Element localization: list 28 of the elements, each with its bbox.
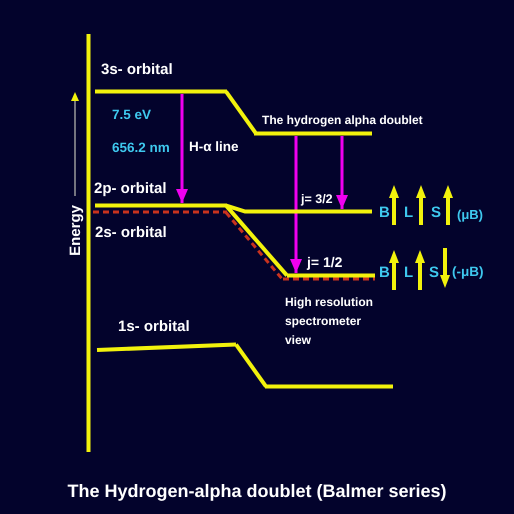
- connector-line: [234, 343, 268, 388]
- level-label: j= 1/2: [307, 254, 342, 270]
- connector-line: [225, 204, 300, 214]
- vector-label: L: [404, 204, 414, 222]
- level-label: The hydrogen alpha doublet: [262, 114, 423, 128]
- vector-label: L: [404, 264, 414, 282]
- caption: The Hydrogen-alpha doublet (Balmer series): [67, 481, 447, 502]
- connector-line: [224, 90, 258, 135]
- moment-label: (μB): [457, 208, 483, 223]
- vector-label: B: [379, 264, 390, 282]
- arrow: [290, 136, 302, 273]
- axis-label: Energy: [67, 205, 84, 256]
- dashed-connector-line: [224, 212, 284, 281]
- note-text: High resolution spectrometer view: [285, 294, 374, 349]
- level-label: 2s- orbital: [95, 224, 167, 242]
- vector-label: S: [431, 204, 442, 222]
- vector-label: B: [379, 204, 390, 222]
- energy-value: 7.5 eV: [112, 107, 152, 123]
- level-label: 3s- orbital: [101, 61, 173, 78]
- level-label: j= 3/2: [301, 192, 333, 206]
- wavelength-value: 656.2 nm: [112, 140, 170, 156]
- arrow: [336, 136, 348, 209]
- moment-label: (-μB): [452, 264, 484, 280]
- level-label: 1s- orbital: [118, 318, 190, 336]
- vector-label: S: [429, 264, 440, 282]
- arrow: [176, 94, 188, 203]
- edge-label: H-α line: [189, 139, 239, 155]
- level-label: 2p- orbital: [94, 180, 167, 198]
